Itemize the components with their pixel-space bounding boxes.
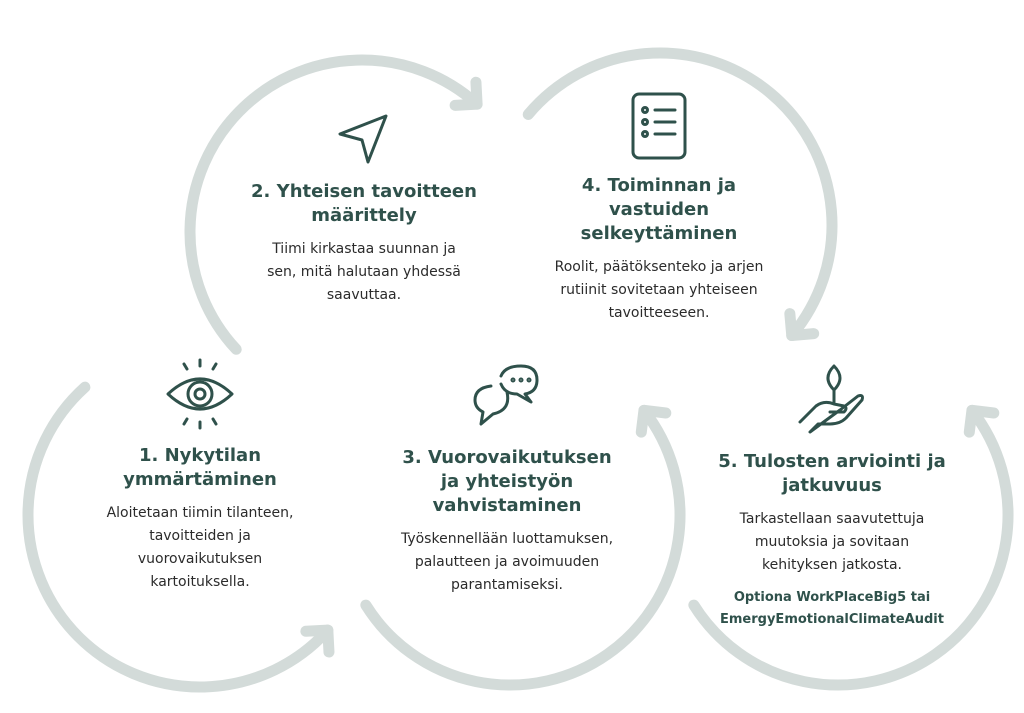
arc-step-2 <box>184 54 483 355</box>
eye-icon <box>166 358 234 430</box>
checklist-icon <box>631 92 687 160</box>
step-title-line: vahvistaminen <box>432 495 582 516</box>
step-title-line: 2. Yhteisen tavoitteen <box>251 181 477 202</box>
hand-with-plant-icon <box>798 364 864 434</box>
arc-step-4-arrowhead <box>784 308 820 342</box>
step-5: 5. Tulosten arviointi ja jatkuvuus Tarkas… <box>682 362 982 644</box>
step-desc-line: kehityksen jatkosta. <box>761 557 903 573</box>
optional-tools-line: Optiona WorkPlaceBig5 tai <box>733 590 931 605</box>
step-title-line: 1. Nykytilan <box>138 445 262 466</box>
arc-step-5-arrowhead <box>963 404 1000 438</box>
step-desc-line: sen, mitä halutaan yhdessä <box>267 264 461 280</box>
step-desc-line: rutiinit sovitetaan yhteiseen <box>560 282 758 298</box>
navigation-arrow-icon <box>338 114 388 164</box>
step-title-line: ja yhteistyön <box>440 471 574 492</box>
step-desc-line: tavoitteiden ja <box>149 528 251 544</box>
chat-bubbles-icon <box>473 364 539 426</box>
step-title-line: 3. Vuorovaikutuksen <box>402 447 612 468</box>
arc-step-1-arrowhead <box>300 624 335 658</box>
step-desc-line: Aloitetaan tiimin tilanteen, <box>106 505 294 521</box>
step-desc-line: Tarkastellaan saavutettuja <box>739 511 925 527</box>
step-title-line: selkeyttäminen <box>580 223 738 244</box>
step-desc-line: Roolit, päätöksenteko ja arjen <box>554 259 764 275</box>
step-desc-line: parantamiseksi. <box>451 577 563 593</box>
step-2: 2. Yhteisen tavoitteen määrittely Tiimi k… <box>234 108 494 307</box>
arc-step-3 <box>360 404 686 691</box>
step-title-line: määrittely <box>311 205 417 226</box>
step-desc-line: vuorovaikutuksen <box>137 551 263 567</box>
step-desc-line: muutoksia ja sovitaan <box>754 534 910 550</box>
step-3: 3. Vuorovaikutuksen ja yhteistyön vahvista… <box>377 362 637 597</box>
arc-step-1 <box>22 381 334 693</box>
step-1: 1. Nykytilan ymmärtäminen Aloitetaan tiim… <box>70 356 330 594</box>
step-title-line: ymmärtäminen <box>123 469 277 490</box>
step-desc-line: palautteen ja avoimuuden <box>414 554 600 570</box>
step-title-line: jatkuvuus <box>782 475 882 496</box>
arc-step-2-arrowhead <box>449 76 483 111</box>
step-desc-line: tavoitteeseen. <box>608 305 710 321</box>
step-desc-line: Työskennellään luottamuksen, <box>400 531 614 547</box>
step-title-line: 4. Toiminnan ja <box>581 175 737 196</box>
arc-step-4 <box>522 47 838 342</box>
optional-tools-line: EmergyEmotionalClimateAudit <box>720 612 944 627</box>
step-title-line: 5. Tulosten arviointi ja <box>718 451 946 472</box>
arc-step-3-arrowhead <box>635 404 672 438</box>
step-desc-line: saavuttaa. <box>326 287 402 303</box>
step-desc-line: Tiimi kirkastaa suunnan ja <box>272 241 456 257</box>
arc-step-5 <box>688 404 1014 691</box>
step-title-line: vastuiden <box>608 199 710 220</box>
step-desc-line: kartoituksella. <box>150 574 250 590</box>
step-4: 4. Toiminnan ja vastuiden selkeyttäminen R… <box>529 90 789 325</box>
